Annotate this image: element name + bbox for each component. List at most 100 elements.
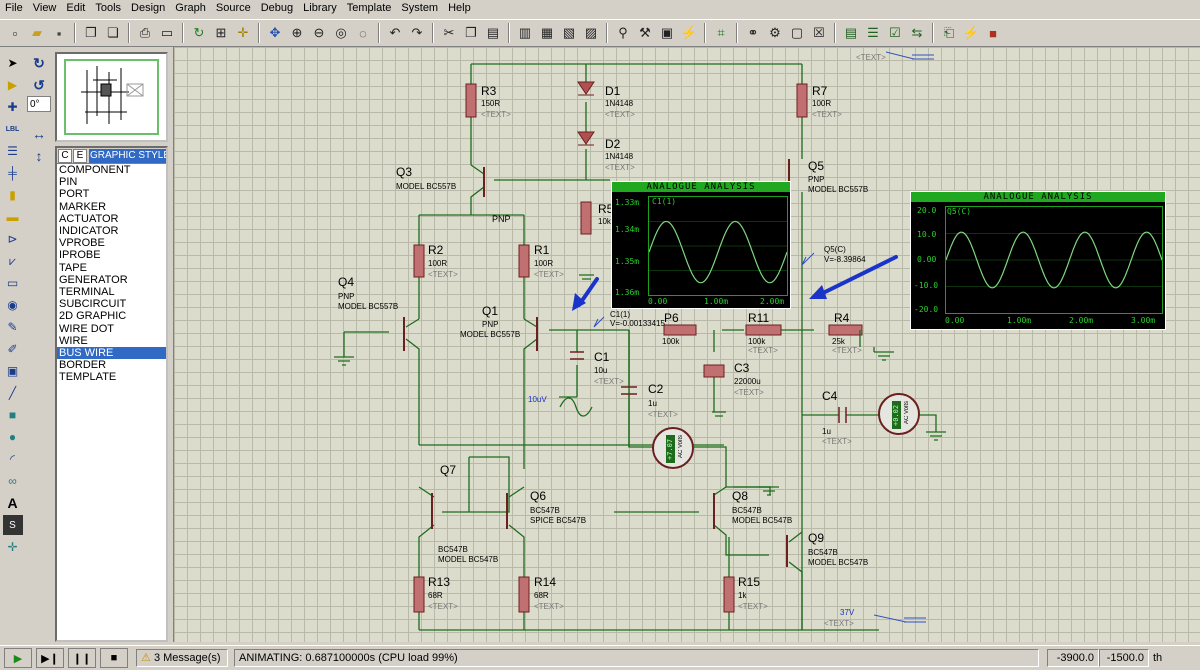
selector-tab-c[interactable]: C [58,148,72,163]
mirror-vertical-icon[interactable]: ↕ [35,148,43,164]
zoom-all-icon[interactable]: ◎ [335,25,347,40]
redo-icon[interactable]: ↷ [411,25,423,40]
block-rotate-icon[interactable]: ▧ [562,25,576,40]
undo-icon[interactable]: ↶ [389,25,401,40]
rotation-angle-input[interactable] [27,96,51,112]
wire-autorouter-icon[interactable]: ⌗ [717,25,725,40]
graph-mode-icon[interactable]: ⩗ [9,253,16,268]
remove-sheet-icon[interactable]: ☒ [813,25,825,40]
object-selector-item[interactable]: IPROBE [59,249,101,262]
schematic-canvas[interactable]: R3 150R <TEXT> D1 1N4148 <TEXT> D2 1N414… [173,47,1200,642]
object-selector-item[interactable]: MARKER [59,200,107,213]
electrical-check-icon[interactable]: ☑ [889,25,901,40]
block-delete-icon[interactable]: ▨ [584,25,598,40]
menu-debug[interactable]: Debug [260,2,294,14]
open-folder-icon[interactable]: ▰ [32,25,42,40]
ares-icon[interactable]: ■ [989,25,997,41]
component-mode-icon[interactable]: ▶ [7,78,18,92]
block-move-icon[interactable]: ▦ [540,25,554,40]
symbol-2d-icon[interactable]: S [2,515,23,535]
object-selector-item[interactable]: WIRE [59,334,88,347]
zoom-in-icon[interactable]: ⊕ [291,25,303,40]
pdf-export-icon[interactable]: ⎗ [943,25,955,40]
paste-icon[interactable]: ▤ [486,25,500,40]
netlist-icon[interactable]: ☰ [867,25,879,40]
stop-button[interactable]: ■ [100,648,128,668]
object-selector-item[interactable]: GENERATOR [59,273,128,286]
bus-icon[interactable]: ╪ [8,166,17,180]
import-icon[interactable]: ❐ [85,25,97,40]
object-selector-item[interactable]: ACTUATOR [59,212,119,225]
object-selector-item[interactable]: TERMINAL [59,286,115,299]
object-selector-item[interactable]: BORDER [59,359,107,372]
rotate-clockwise-icon[interactable]: ↻ [33,54,45,71]
current-probe-icon[interactable]: ✐ [7,342,18,356]
make-device-icon[interactable]: ⚒ [639,25,651,40]
bill-of-materials-icon[interactable]: ▤ [844,25,858,40]
menu-graph[interactable]: Graph [175,2,206,14]
object-selector-item[interactable]: 2D GRAPHIC [59,310,127,323]
netlist-transfer-icon[interactable]: ⇆ [911,25,923,40]
simulation-icon[interactable]: ⚡ [962,25,980,40]
menu-system[interactable]: System [401,2,439,14]
device-pin-icon[interactable]: ⊳ [7,232,18,246]
pan-icon[interactable]: ✥ [269,25,281,40]
decompose-icon[interactable]: ⚡ [680,25,698,40]
circle-2d-icon[interactable]: ● [8,430,17,444]
overview-window[interactable] [55,52,168,142]
object-selector-item[interactable]: PIN [59,176,78,189]
new-file-icon[interactable]: ▫ [12,25,18,41]
menu-template[interactable]: Template [346,2,392,14]
line-2d-icon[interactable]: ╱ [8,386,17,400]
junction-dot-icon[interactable]: ✚ [7,100,18,114]
arc-2d-icon[interactable]: ◜ [10,452,15,466]
step-button[interactable]: ▶❙ [36,648,64,668]
selection-mode-icon[interactable]: ➤ [7,56,18,70]
new-sheet-icon[interactable]: ▢ [790,25,804,40]
rotate-anticlockwise-icon[interactable]: ↺ [33,76,45,93]
copy-icon[interactable]: ❐ [465,25,477,40]
object-selector-item[interactable]: PORT [59,188,90,201]
tape-recorder-icon[interactable]: ▭ [6,276,19,290]
print-icon[interactable]: ⎙ [139,25,151,40]
property-tool-icon[interactable]: ⚙ [769,25,781,40]
mirror-horizontal-icon[interactable]: ↔ [32,126,46,142]
save-icon[interactable]: ▪ [56,25,62,41]
object-selector-item[interactable]: SUBCIRCUIT [59,298,127,311]
menu-edit[interactable]: Edit [66,2,86,14]
object-selector-item[interactable]: WIRE DOT [59,322,114,335]
text-script-icon[interactable]: ☰ [7,144,18,158]
pick-device-icon[interactable]: ⚲ [618,25,628,40]
zoom-out-icon[interactable]: ⊖ [313,25,325,40]
cut-icon[interactable]: ✂ [443,25,455,40]
object-selector-item[interactable]: TEMPLATE [59,371,117,384]
subcircuit-icon[interactable]: ▮ [9,188,16,202]
analogue-graph-2[interactable]: ANALOGUE ANALYSIS 20.0 10.0 0.00 -10.0 -… [910,191,1166,330]
generator-icon[interactable]: ◉ [7,298,18,312]
messages-indicator[interactable]: ⚠ 3 Message(s) [136,649,228,667]
ac-voltmeter-1[interactable]: +7.07 AC Volts [652,427,694,469]
block-copy-icon[interactable]: ▥ [518,25,532,40]
object-selector-item[interactable]: TAPE [59,261,87,274]
virtual-instrument-icon[interactable]: ▣ [6,364,19,378]
object-selector-item[interactable]: INDICATOR [59,225,119,238]
menu-file[interactable]: File [5,2,23,14]
object-selector-item[interactable]: COMPONENT [59,164,131,176]
refresh-icon[interactable]: ↻ [193,25,205,40]
box-2d-icon[interactable]: ■ [8,408,17,422]
selector-tab-e[interactable]: E [73,148,87,163]
package-icon[interactable]: ▣ [660,25,674,40]
print-area-icon[interactable]: ▭ [160,25,174,40]
grid-icon[interactable]: ⊞ [215,25,227,40]
analogue-graph-1[interactable]: ANALOGUE ANALYSIS 1.33m 1.34m 1.35m 1.36… [611,181,791,309]
menu-library[interactable]: Library [303,2,337,14]
zoom-area-icon[interactable]: ◌ [359,25,367,41]
menu-help[interactable]: Help [448,2,471,14]
wire-label-icon[interactable]: LBL [5,125,20,133]
ac-voltmeter-2[interactable]: +0.02 AC Volts [878,393,920,435]
object-selector-item[interactable]: VPROBE [59,237,105,250]
terminal-icon[interactable]: ▬ [6,210,19,224]
search-tag-icon[interactable]: ⚭ [747,25,759,40]
path-2d-icon[interactable]: ∞ [8,474,17,488]
marker-2d-icon[interactable]: ✛ [7,540,18,554]
